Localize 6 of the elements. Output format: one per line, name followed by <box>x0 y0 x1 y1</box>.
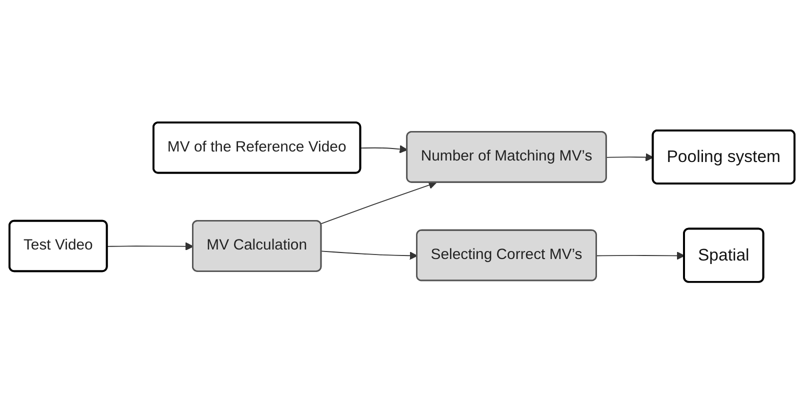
arrow <box>320 180 437 224</box>
arrow <box>106 242 194 250</box>
arrow <box>606 153 654 162</box>
arrow <box>320 250 418 260</box>
arrow <box>360 144 408 154</box>
arrow <box>596 251 685 260</box>
